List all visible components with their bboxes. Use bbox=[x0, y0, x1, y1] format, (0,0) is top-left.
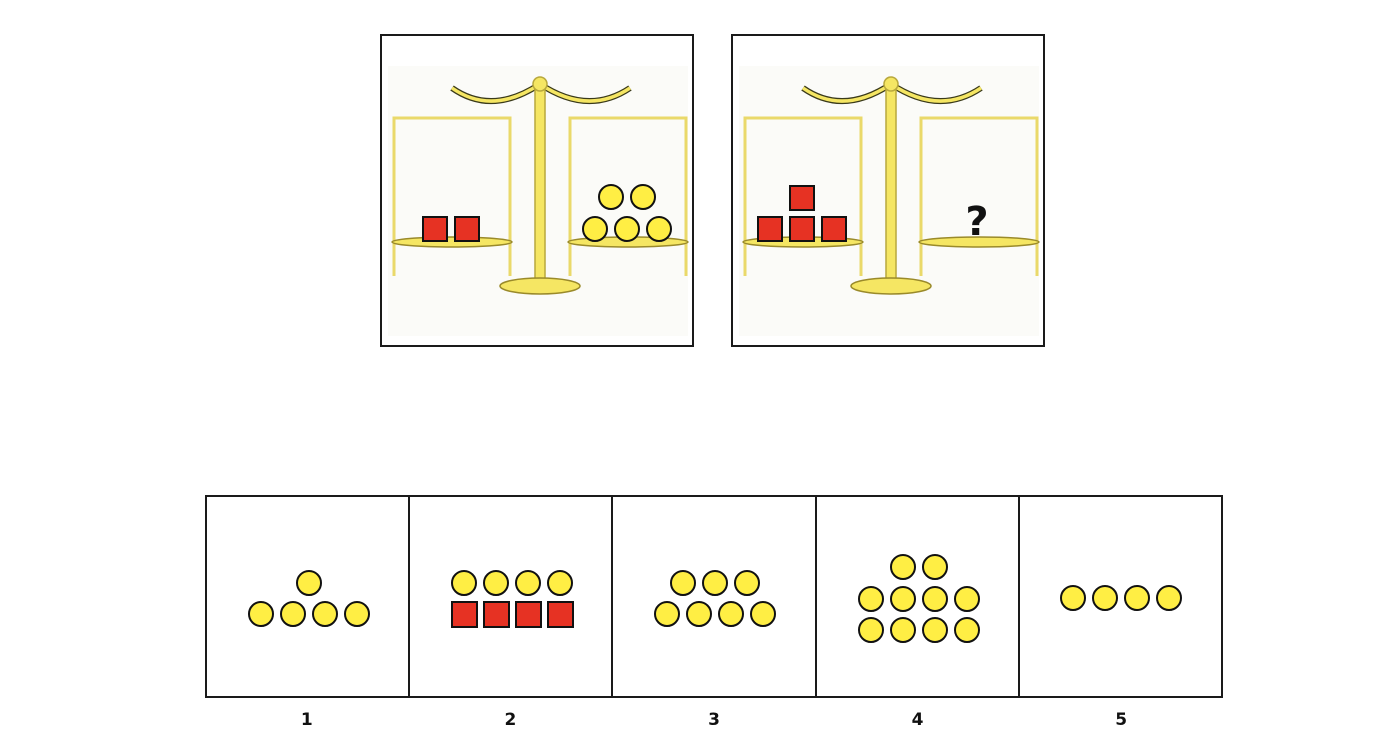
left-pan-strings bbox=[392, 116, 512, 276]
yellow-circle bbox=[515, 570, 542, 596]
option-label-3[interactable]: 3 bbox=[708, 710, 720, 730]
red-square bbox=[821, 216, 847, 242]
left-pan bbox=[391, 236, 513, 248]
scale-base bbox=[850, 277, 932, 295]
answer-options bbox=[205, 495, 1223, 698]
yellow-circle bbox=[921, 554, 948, 580]
yellow-circle bbox=[953, 586, 980, 612]
option-3[interactable] bbox=[613, 497, 817, 696]
scale-panel-2: ? bbox=[731, 34, 1045, 347]
yellow-circle bbox=[1059, 585, 1086, 611]
yellow-circle bbox=[889, 617, 916, 643]
question-mark: ? bbox=[965, 199, 988, 245]
yellow-circle bbox=[686, 601, 713, 627]
yellow-circle bbox=[280, 601, 306, 627]
yellow-circle bbox=[921, 586, 948, 612]
right-pan bbox=[918, 236, 1040, 248]
yellow-circle bbox=[857, 586, 884, 612]
red-square bbox=[515, 601, 543, 628]
yellow-circle bbox=[1123, 585, 1150, 611]
scale-panel-1 bbox=[380, 34, 694, 347]
yellow-circle bbox=[734, 570, 761, 596]
left-pan-strings bbox=[743, 116, 863, 276]
yellow-circle bbox=[296, 570, 322, 596]
yellow-circle bbox=[670, 570, 697, 596]
red-square bbox=[789, 216, 815, 242]
yellow-circle bbox=[248, 601, 274, 627]
red-square bbox=[547, 601, 575, 628]
scale-column bbox=[534, 83, 546, 283]
yellow-circle bbox=[312, 601, 338, 627]
balance-scale-2: ? bbox=[739, 66, 1040, 336]
yellow-circle bbox=[598, 184, 624, 210]
yellow-circle bbox=[483, 570, 510, 596]
red-square bbox=[757, 216, 783, 242]
yellow-circle bbox=[857, 617, 884, 643]
yellow-circle bbox=[1091, 585, 1118, 611]
right-pan-strings bbox=[919, 116, 1039, 276]
option-4[interactable] bbox=[817, 497, 1020, 696]
yellow-circle bbox=[889, 586, 916, 612]
yellow-circle bbox=[630, 184, 656, 210]
scale-column bbox=[885, 83, 897, 283]
option-1[interactable] bbox=[207, 497, 411, 696]
red-square bbox=[483, 601, 511, 628]
option-label-1[interactable]: 1 bbox=[300, 710, 313, 730]
yellow-circle bbox=[1155, 585, 1182, 611]
yellow-circle bbox=[344, 601, 370, 627]
red-square bbox=[454, 216, 480, 242]
yellow-circle bbox=[702, 570, 729, 596]
red-square bbox=[422, 216, 448, 242]
balance-scale-1 bbox=[388, 66, 689, 336]
yellow-circle bbox=[582, 216, 608, 242]
yellow-circle bbox=[614, 216, 640, 242]
option-label-4[interactable]: 4 bbox=[911, 710, 924, 730]
option-2[interactable] bbox=[410, 497, 614, 696]
yellow-circle bbox=[889, 554, 916, 580]
option-label-2[interactable]: 2 bbox=[504, 710, 517, 730]
yellow-circle bbox=[451, 570, 478, 596]
yellow-circle bbox=[646, 216, 672, 242]
yellow-circle bbox=[921, 617, 948, 643]
yellow-circle bbox=[654, 601, 681, 627]
yellow-circle bbox=[953, 617, 980, 643]
option-5[interactable] bbox=[1020, 497, 1221, 696]
yellow-circle bbox=[750, 601, 777, 627]
red-square bbox=[789, 185, 815, 211]
yellow-circle bbox=[547, 570, 574, 596]
option-label-5[interactable]: 5 bbox=[1115, 710, 1128, 730]
yellow-circle bbox=[718, 601, 745, 627]
option-labels: 1 2 3 4 5 bbox=[205, 710, 1223, 730]
red-square bbox=[451, 601, 479, 628]
scale-base bbox=[499, 277, 581, 295]
right-pan-strings bbox=[568, 116, 688, 276]
